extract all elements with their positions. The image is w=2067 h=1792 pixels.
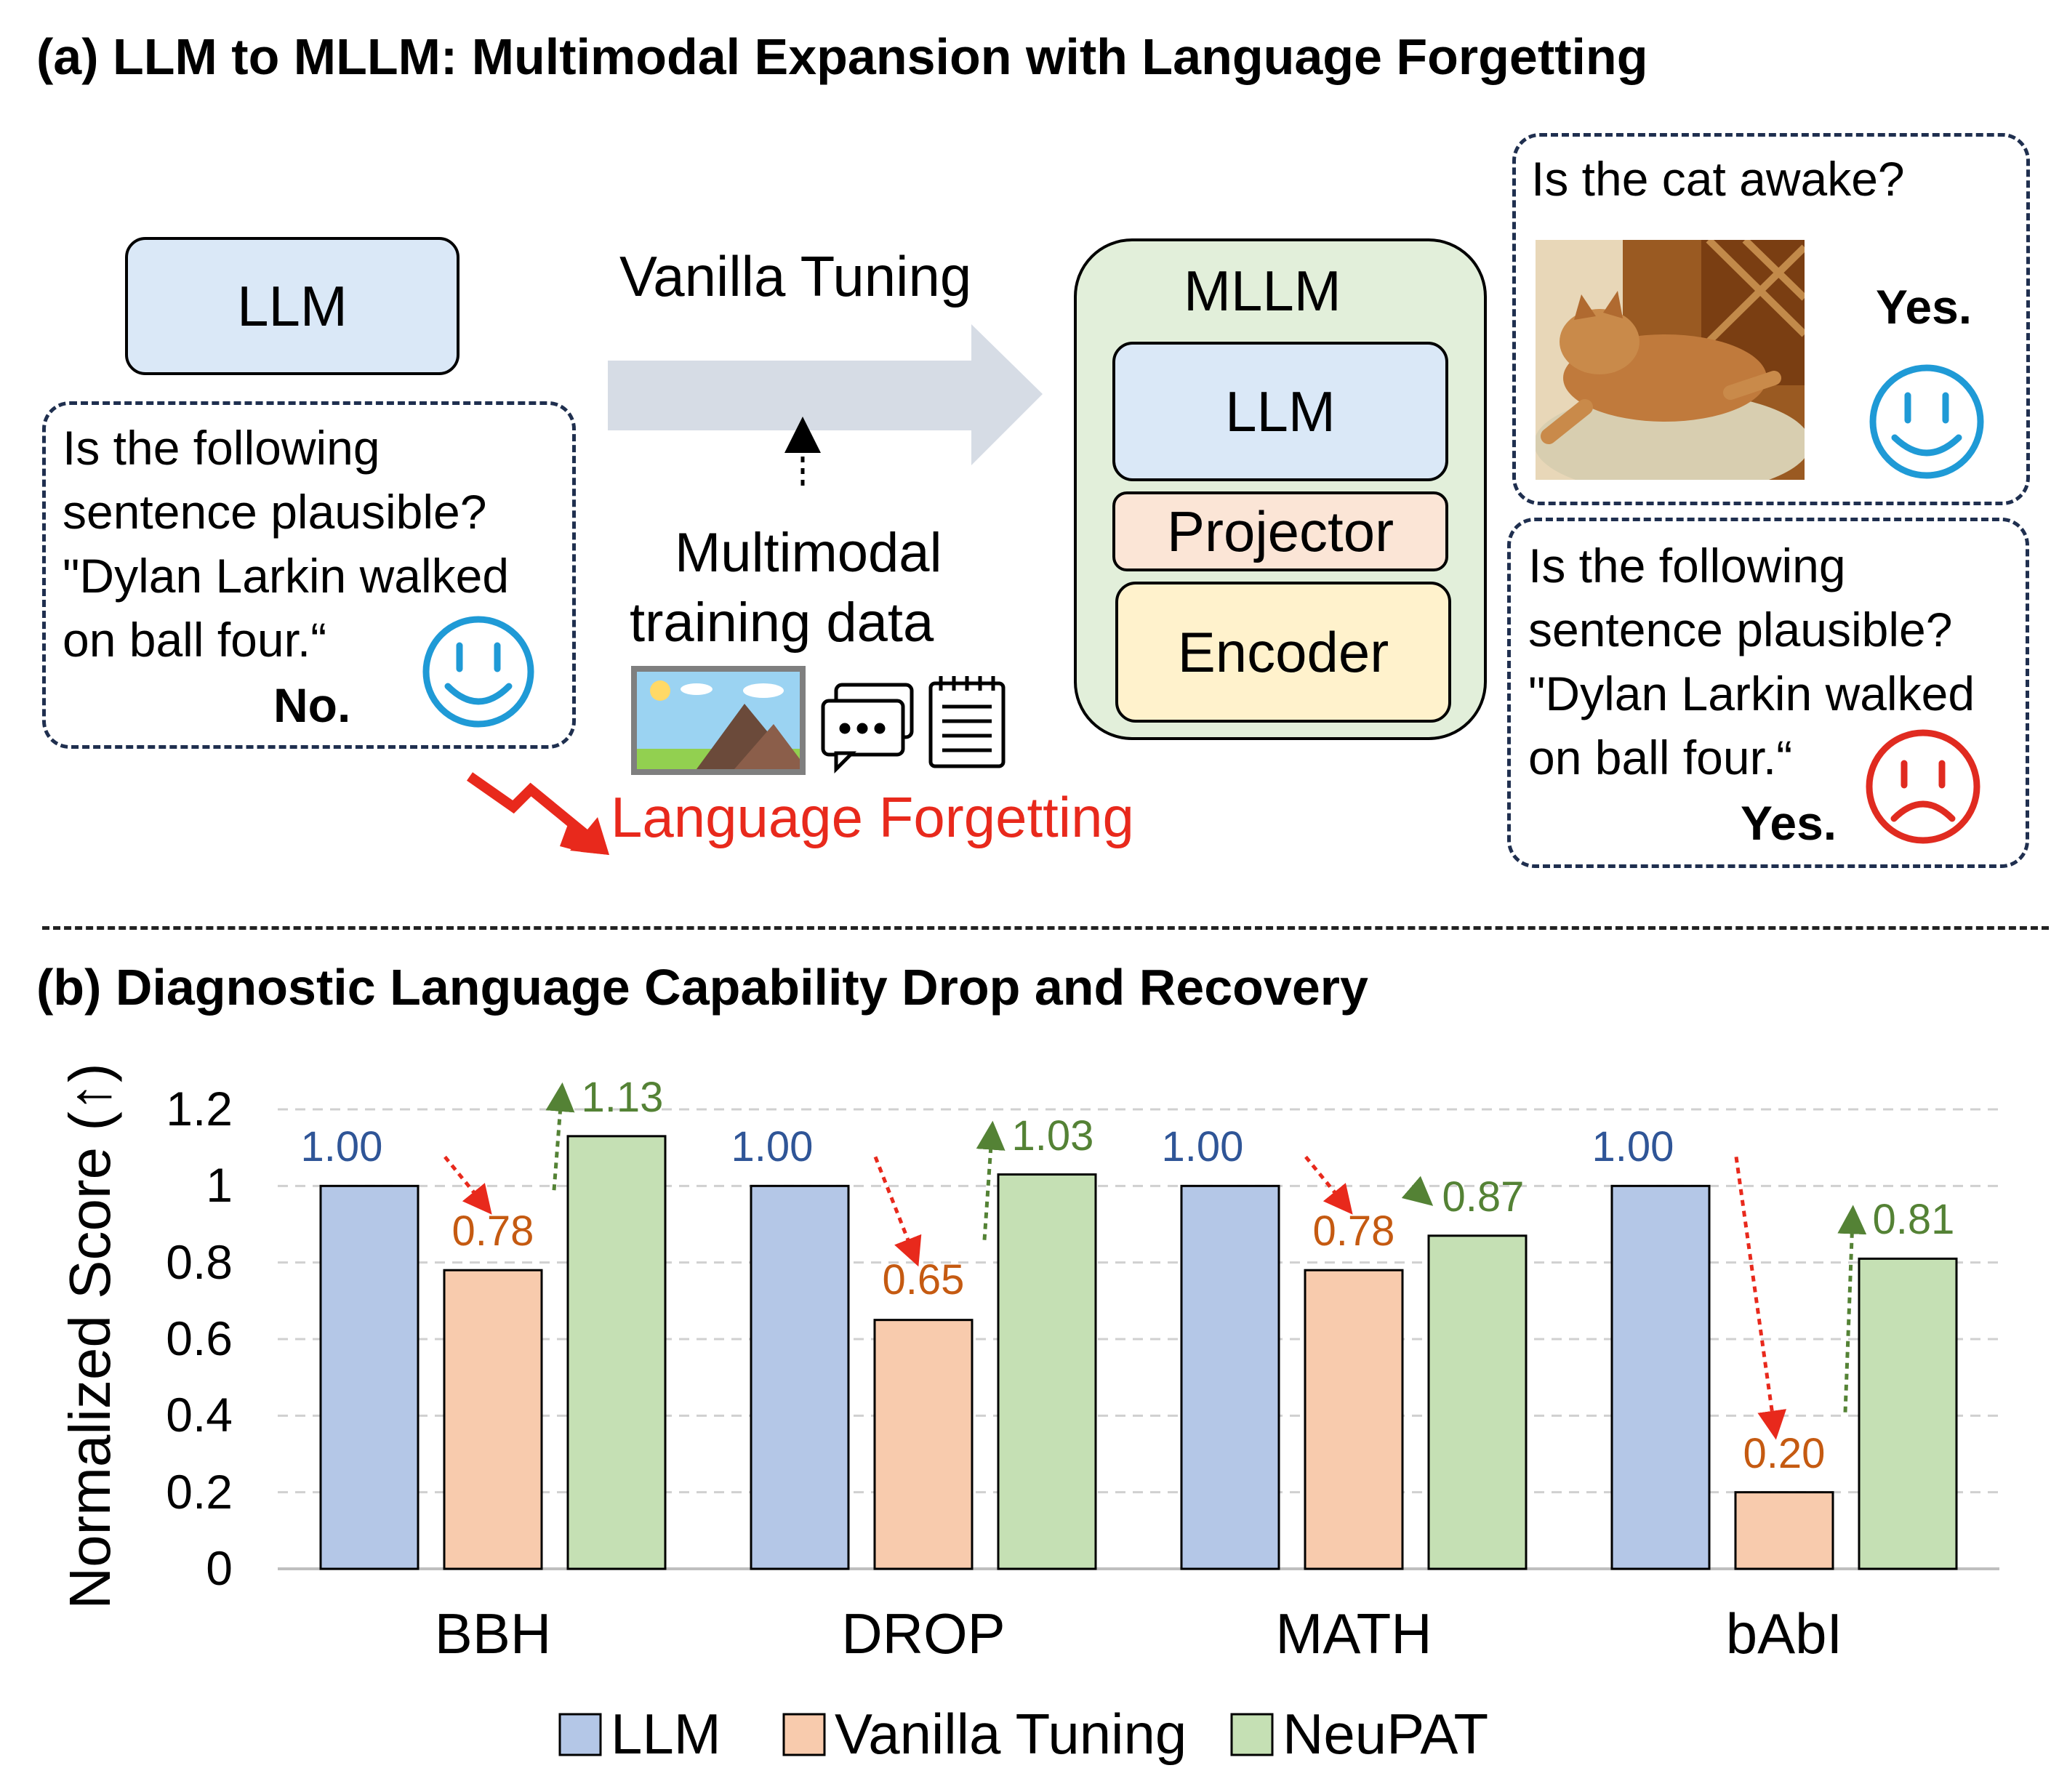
data-label: 1.00 <box>1592 1123 1674 1171</box>
bar-vanilla-tuning <box>1734 1491 1834 1570</box>
data-label: 0.78 <box>1312 1208 1395 1255</box>
x-tick-label: bAbI <box>1725 1602 1843 1666</box>
data-label: 1.00 <box>1161 1123 1244 1171</box>
x-tick-label: MATH <box>1275 1602 1432 1666</box>
y-tick-label: 0.4 <box>166 1388 233 1442</box>
drop-arrow <box>1304 1155 1353 1215</box>
data-label: 0.81 <box>1872 1196 1955 1244</box>
image-icon <box>631 666 806 775</box>
bar-llm <box>750 1184 850 1570</box>
language-forgetting-arrow <box>466 772 591 840</box>
part-a-title: (a) LLM to MLLM: Multimodal Expansion wi… <box>36 28 1648 85</box>
left-question-line-3: "Dylan Larkin walked <box>63 549 510 603</box>
right-question-line-2: sentence plausible? <box>1528 603 1953 656</box>
y-axis-label: Normalized Score (↑) <box>57 1063 122 1610</box>
legend-label: LLM <box>611 1702 721 1766</box>
right-question-line-4: on ball four.“ <box>1528 731 1793 784</box>
data-label: 0.65 <box>882 1255 965 1303</box>
y-tick-label: 0 <box>206 1541 233 1595</box>
cat-answer: Yes. <box>1876 280 1972 334</box>
mllm-llm-box: LLM <box>1112 342 1448 481</box>
data-label: 1.13 <box>581 1073 664 1121</box>
y-tick-label: 0.6 <box>166 1311 233 1365</box>
vanilla-tuning-label: Vanilla Tuning <box>619 244 972 308</box>
drop-arrow <box>443 1155 492 1215</box>
vanilla-tuning-arrow <box>608 324 1043 465</box>
data-label: 1.03 <box>1011 1112 1094 1160</box>
left-question-box <box>42 401 576 749</box>
bar-neupat <box>997 1173 1097 1570</box>
language-forgetting-label: Language Forgetting <box>611 785 1134 849</box>
y-tick-label: 0.2 <box>166 1464 233 1519</box>
cat-question: Is the cat awake? <box>1531 152 1905 206</box>
data-label: 0.78 <box>451 1208 534 1255</box>
data-label: 0.20 <box>1743 1429 1826 1477</box>
recovery-arrow <box>545 1082 575 1191</box>
smiley-face-icon <box>1869 364 1984 479</box>
drop-arrow <box>1734 1156 1787 1440</box>
bar-neupat <box>1858 1257 1958 1570</box>
right-question-line-3: "Dylan Larkin walked <box>1528 667 1975 720</box>
bar-vanilla-tuning <box>443 1269 543 1570</box>
recovery-arrow <box>1837 1205 1867 1413</box>
y-tick-label: 1.2 <box>166 1082 233 1136</box>
left-question-line-4: on ball four.“ <box>63 613 327 667</box>
training-label-line-1: Multimodal <box>675 522 942 584</box>
bar-neupat <box>1427 1234 1528 1570</box>
right-answer: Yes. <box>1741 796 1837 850</box>
smiley-face-icon <box>422 616 534 728</box>
legend-swatch-neupat <box>1230 1713 1274 1756</box>
legend-label: Vanilla Tuning <box>835 1702 1187 1766</box>
left-answer: No. <box>273 678 351 732</box>
legend-label: NeuPAT <box>1283 1702 1489 1766</box>
x-tick-label: DROP <box>841 1602 1006 1666</box>
notepad-icon <box>928 676 1006 768</box>
recovery-arrow <box>976 1120 1006 1240</box>
sad-face-icon <box>1866 729 1980 844</box>
data-label: 1.00 <box>731 1123 814 1171</box>
data-label: 1.00 <box>300 1123 383 1171</box>
part-b-title: (b) Diagnostic Language Capability Drop … <box>36 959 1368 1016</box>
section-divider <box>42 926 2049 930</box>
right-question-line-1: Is the following <box>1528 539 1846 592</box>
left-question-line-1: Is the following <box>63 421 380 475</box>
mllm-title: MLLM <box>1184 259 1341 323</box>
recovery-arrow <box>1401 1176 1434 1206</box>
bar-llm <box>1180 1184 1280 1570</box>
cat-question-box <box>1512 133 2030 505</box>
bar-vanilla-tuning <box>1304 1269 1404 1570</box>
right-question-box <box>1507 518 2029 868</box>
bar-vanilla-tuning <box>873 1319 974 1570</box>
x-tick-label: BBH <box>434 1602 552 1666</box>
bar-llm <box>319 1184 420 1570</box>
bar-chart <box>278 1082 1999 1756</box>
y-tick-label: 0.8 <box>166 1234 233 1289</box>
y-tick-label: 1 <box>206 1158 233 1213</box>
projector-box: Projector <box>1112 491 1448 571</box>
bar-llm <box>1610 1184 1711 1570</box>
legend-swatch-vanilla-tuning <box>782 1713 826 1756</box>
drop-arrow <box>873 1156 922 1267</box>
cat-photo <box>1536 240 1805 480</box>
left-question-line-2: sentence plausible? <box>63 485 487 539</box>
encoder-box: Encoder <box>1115 582 1451 723</box>
chat-icon <box>821 683 914 774</box>
training-label-line-2: training data <box>630 592 934 654</box>
legend-swatch-llm <box>558 1713 602 1756</box>
data-label: 0.87 <box>1442 1173 1525 1221</box>
llm-box: LLM <box>125 237 459 375</box>
bar-neupat <box>566 1135 667 1570</box>
